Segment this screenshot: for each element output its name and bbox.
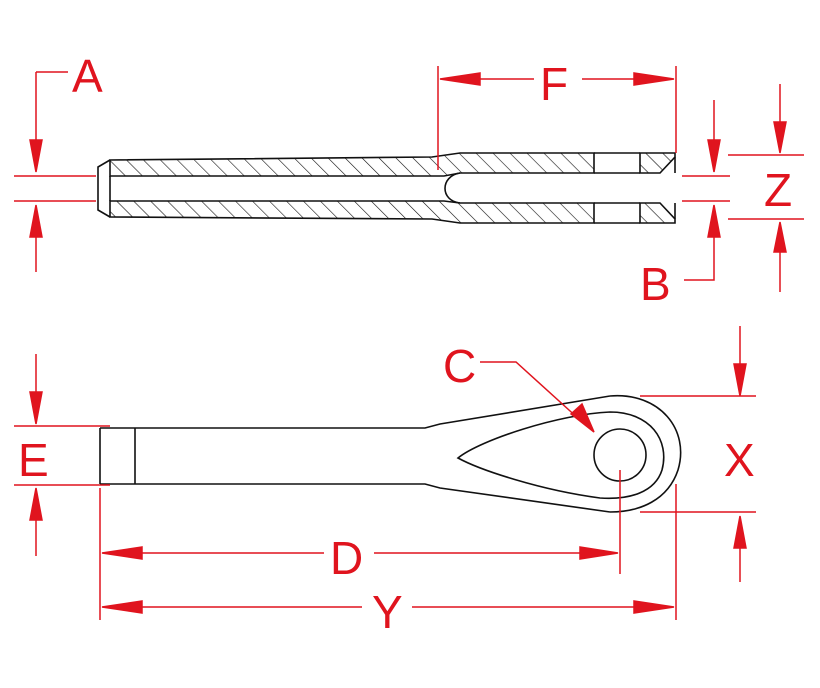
label-f: F [540, 58, 568, 110]
section-nose [97, 159, 111, 218]
section-lower-tip [639, 202, 676, 224]
label-e: E [18, 434, 49, 486]
section-view [97, 152, 676, 224]
section-upper-wall [109, 152, 595, 177]
section-lower-wall [109, 200, 595, 224]
section-upper-gap [594, 152, 640, 174]
label-d: D [330, 532, 363, 584]
side-eye-outer [609, 395, 682, 513]
side-shank [99, 395, 611, 513]
section-slot-end [444, 172, 461, 204]
dimension-lines [14, 66, 804, 620]
side-view [99, 395, 682, 513]
dimension-labels: A F Z B C X E D Y [18, 50, 792, 638]
label-a: A [72, 50, 103, 102]
label-b: B [640, 258, 671, 310]
section-upper-tip [639, 152, 676, 174]
side-eye-inner [456, 411, 665, 500]
label-z: Z [764, 164, 792, 216]
label-y: Y [372, 586, 403, 638]
label-x: X [724, 434, 755, 486]
label-c: C [443, 340, 476, 392]
section-lower-gap [594, 202, 640, 224]
